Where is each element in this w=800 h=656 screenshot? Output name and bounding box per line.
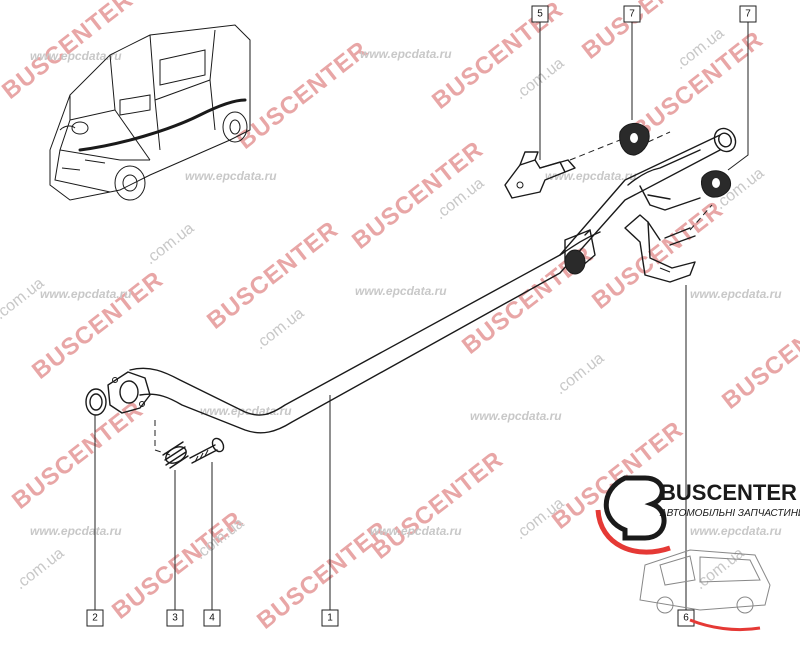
watermark-brand: BUSCENTER [202,216,343,335]
logo-title: BUSCENTER [660,480,797,505]
watermark-epcdata: www.epcdata.ru [30,49,122,63]
logo-underline-icon [689,618,761,632]
assembly-guide [154,420,171,456]
assembly-guide [647,131,671,143]
watermark-site: .com.ua [142,220,197,268]
callout-label: 1 [327,613,333,624]
exhaust-pipe [107,127,737,434]
callout-label: 2 [92,613,98,624]
watermark-brand: BUSCENTER [717,296,800,415]
callout-label: 7 [745,9,751,20]
callout-2: 2 [86,609,104,627]
center-rubber-mount [564,229,596,275]
vehicle-thumbnail [49,24,251,201]
callout-4: 4 [203,609,221,627]
hanger-bracket-rear [624,214,696,283]
assembly-guide [689,204,713,231]
callout-6: 6 [677,609,695,627]
watermark-brand: BUSCENTER [367,446,508,565]
van-sketch [639,549,771,614]
watermark-site: .com.ua [252,305,307,353]
watermark-epcdata: www.epcdata.ru [370,524,462,538]
watermark-epcdata: www.epcdata.ru [185,169,277,183]
callout-3: 3 [166,609,184,627]
watermark-epcdata: www.epcdata.ru [545,169,637,183]
watermark-site: .com.ua [12,545,67,593]
watermark-epcdata: www.epcdata.ru [200,404,292,418]
watermark-brand: BUSCENTER [7,396,148,515]
rubber-isolator-upper [619,123,650,156]
watermark-epcdata: www.epcdata.ru [360,47,452,61]
exhaust-gasket [85,388,107,416]
watermark-brand: BUSCENTER [27,266,168,385]
callout-label: 4 [209,613,215,624]
leader-lines [94,22,749,610]
logo-swoosh-icon [595,509,671,555]
watermark-epcdata: www.epcdata.ru [690,524,782,538]
callout-5: 5 [531,5,549,23]
callout-7-left: 7 [623,5,641,23]
watermark-epcdata: www.epcdata.ru [470,409,562,423]
callout-label: 3 [172,613,178,624]
watermark-epcdata: www.epcdata.ru [30,524,122,538]
flange-bolt [189,437,225,464]
watermark-site: .com.ua [552,350,607,398]
callout-label: 6 [683,613,689,624]
watermark-epcdata: www.epcdata.ru [40,287,132,301]
hanger-bracket-front [504,151,576,199]
watermark-epcdata: www.epcdata.ru [690,287,782,301]
buscenter-logo: BUSCENTER АВТОМОБІЛЬНІ ЗАПЧАСТИНИ [595,475,800,632]
callout-label: 7 [629,9,635,20]
callout-label: 5 [537,9,543,20]
callout-1: 1 [321,609,339,627]
watermark-layer: BUSCENTER BUSCENTER BUSCENTER BUSCENTER … [0,0,800,635]
callout-7-right: 7 [739,5,757,23]
assembly-guide [569,139,621,161]
watermark-brand: BUSCENTER [232,36,373,155]
flange-spring [162,441,189,469]
logo-subtitle: АВТОМОБІЛЬНІ ЗАПЧАСТИНИ [659,508,800,519]
logo-mark-icon [603,475,667,541]
watermark-epcdata: www.epcdata.ru [355,284,447,298]
rubber-isolator-rear [701,170,732,198]
